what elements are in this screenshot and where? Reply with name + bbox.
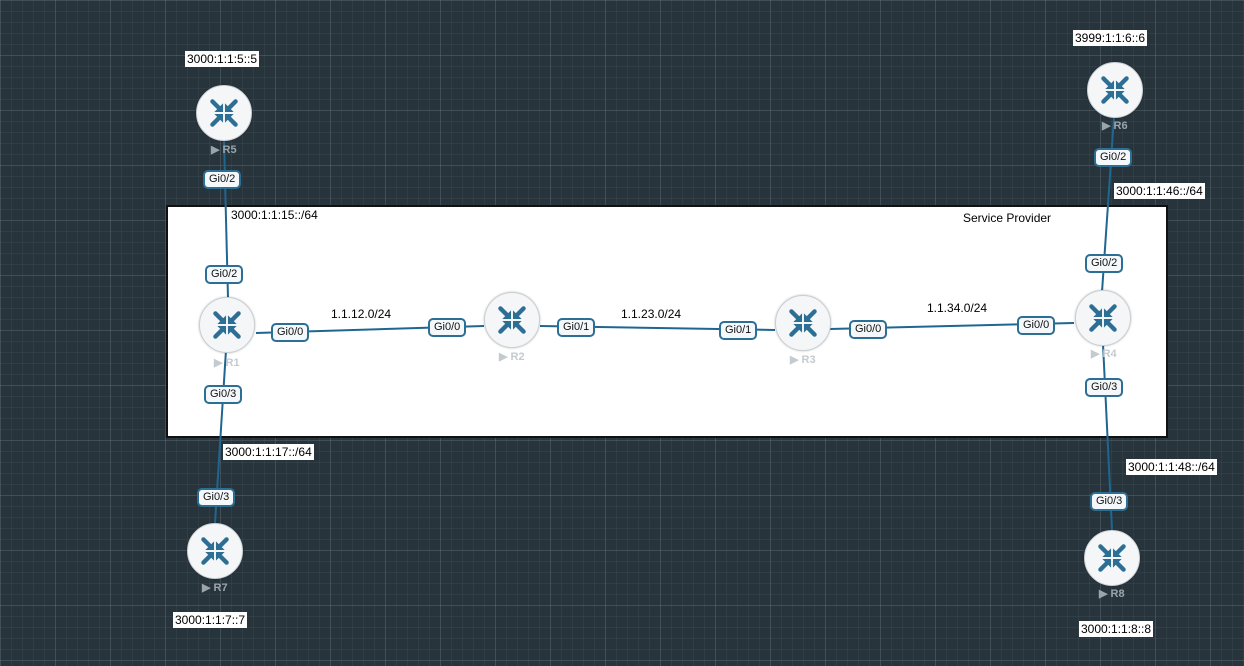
- router-label-r8: ▶ R8: [1099, 588, 1125, 600]
- router-label-r4: ▶ R4: [1091, 348, 1117, 360]
- service-provider-region: [166, 205, 1168, 438]
- network-label-r1-r2: 1.1.12.0/24: [331, 307, 392, 321]
- play-icon[interactable]: ▶: [790, 354, 799, 366]
- router-r6[interactable]: [1087, 62, 1143, 118]
- port-r2-gi0-1[interactable]: Gi0/1: [557, 318, 596, 337]
- play-icon[interactable]: ▶: [214, 357, 223, 369]
- router-icon: [201, 537, 229, 565]
- network-label-r1-r7: 3000:1:1:17::/64: [223, 444, 314, 460]
- router-icon: [210, 99, 238, 127]
- router-icon: [213, 311, 241, 339]
- play-icon[interactable]: ▶: [202, 582, 211, 594]
- port-r4-gi0-3[interactable]: Gi0/3: [1085, 378, 1124, 397]
- play-icon[interactable]: ▶: [211, 144, 220, 156]
- router-r1[interactable]: [199, 297, 255, 353]
- router-r5[interactable]: [196, 85, 252, 141]
- loopback-label-r7: 3000:1:1:7::7: [173, 612, 248, 628]
- router-icon: [789, 309, 817, 337]
- play-icon[interactable]: ▶: [1099, 588, 1108, 600]
- router-label-r7: ▶ R7: [202, 582, 228, 594]
- port-r6-gi0-2[interactable]: Gi0/2: [1094, 148, 1133, 167]
- port-r4-gi0-2[interactable]: Gi0/2: [1085, 254, 1124, 273]
- loopback-label-r5: 3000:1:1:5::5: [185, 51, 260, 67]
- loopback-label-r6: 3999:1:1:6::6: [1073, 30, 1148, 46]
- port-r1-gi0-0[interactable]: Gi0/0: [271, 323, 310, 342]
- port-r2-gi0-0[interactable]: Gi0/0: [428, 318, 467, 337]
- play-icon[interactable]: ▶: [1102, 120, 1111, 132]
- port-r3-gi0-1[interactable]: Gi0/1: [719, 321, 758, 340]
- router-r8[interactable]: [1084, 530, 1140, 586]
- port-r1-gi0-3[interactable]: Gi0/3: [204, 385, 243, 404]
- network-label-r4-r6: 3000:1:1:46::/64: [1114, 183, 1205, 199]
- router-label-r2: ▶ R2: [499, 351, 525, 363]
- router-icon: [498, 306, 526, 334]
- port-r3-gi0-0[interactable]: Gi0/0: [849, 320, 888, 339]
- loopback-label-r8: 3000:1:1:8::8: [1079, 621, 1154, 637]
- router-icon: [1089, 304, 1117, 332]
- router-label-r3: ▶ R3: [790, 354, 816, 366]
- port-r8-gi0-3[interactable]: Gi0/3: [1090, 492, 1129, 511]
- network-label-r3-r4: 1.1.34.0/24: [927, 301, 988, 315]
- port-r5-gi0-2[interactable]: Gi0/2: [203, 170, 242, 189]
- network-label-r2-r3: 1.1.23.0/24: [621, 307, 682, 321]
- router-r2[interactable]: [484, 292, 540, 348]
- router-r3[interactable]: [775, 295, 831, 351]
- port-r1-gi0-2[interactable]: Gi0/2: [205, 265, 244, 284]
- port-r4-gi0-0[interactable]: Gi0/0: [1017, 316, 1056, 335]
- play-icon[interactable]: ▶: [1091, 348, 1100, 360]
- router-label-r6: ▶ R6: [1102, 120, 1128, 132]
- play-icon[interactable]: ▶: [499, 351, 508, 363]
- router-icon: [1098, 544, 1126, 572]
- router-icon: [1101, 76, 1129, 104]
- router-r7[interactable]: [187, 523, 243, 579]
- service-provider-label: Service Provider: [963, 211, 1052, 225]
- router-label-r1: ▶ R1: [214, 357, 240, 369]
- router-r4[interactable]: [1075, 290, 1131, 346]
- network-label-r4-r8: 3000:1:1:48::/64: [1126, 459, 1217, 475]
- port-r7-gi0-3[interactable]: Gi0/3: [197, 488, 236, 507]
- router-label-r5: ▶ R5: [211, 144, 237, 156]
- network-label-r1-r5: 3000:1:1:15::/64: [229, 207, 320, 223]
